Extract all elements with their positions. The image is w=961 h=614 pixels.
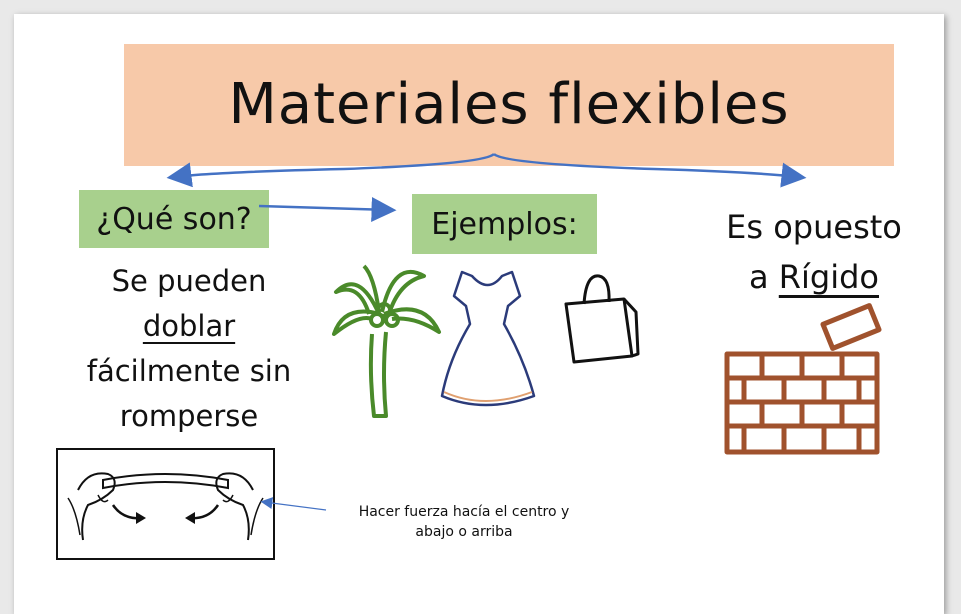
note-line-2: abajo o arriba	[415, 524, 513, 540]
shopping-bag-icon	[564, 274, 640, 364]
definition-text: Se pueden doblar fácilmente sin romperse	[54, 259, 324, 439]
definition-keyword: doblar	[142, 309, 236, 343]
opposite-line-1: Es opuesto	[726, 208, 902, 246]
brick-wall-icon	[724, 303, 882, 455]
branch-arrow-right	[493, 152, 807, 188]
title-banner: Materiales flexibles	[124, 44, 894, 166]
note-to-figure-arrow	[260, 497, 327, 511]
opposite-prefix: a	[749, 258, 769, 296]
bending-figure	[56, 448, 275, 560]
definition-line-1: Se pueden	[111, 264, 267, 298]
opposite-text: Es opuesto a Rígido	[704, 202, 924, 302]
branch-arrow-left	[166, 152, 495, 188]
hint-note: Hacer fuerza hacía el centro y abajo o a…	[329, 502, 599, 542]
palm-tree-icon	[332, 264, 441, 418]
question-label: ¿Qué son?	[79, 190, 269, 248]
examples-label: Ejemplos:	[412, 194, 597, 254]
page-title: Materiales flexibles	[228, 72, 790, 137]
drawing-layer	[166, 152, 882, 511]
hands-bending-icon	[67, 472, 264, 541]
question-to-examples-arrow	[258, 196, 397, 222]
definition-line-4: romperse	[119, 399, 259, 433]
slide: Materiales flexibles ¿Qué son? Ejemplos:…	[14, 14, 944, 614]
note-line-1: Hacer fuerza hacía el centro y	[358, 504, 570, 520]
definition-line-3: fácilmente sin	[86, 354, 292, 388]
opposite-keyword: Rígido	[778, 258, 879, 296]
dress-icon	[440, 270, 536, 407]
